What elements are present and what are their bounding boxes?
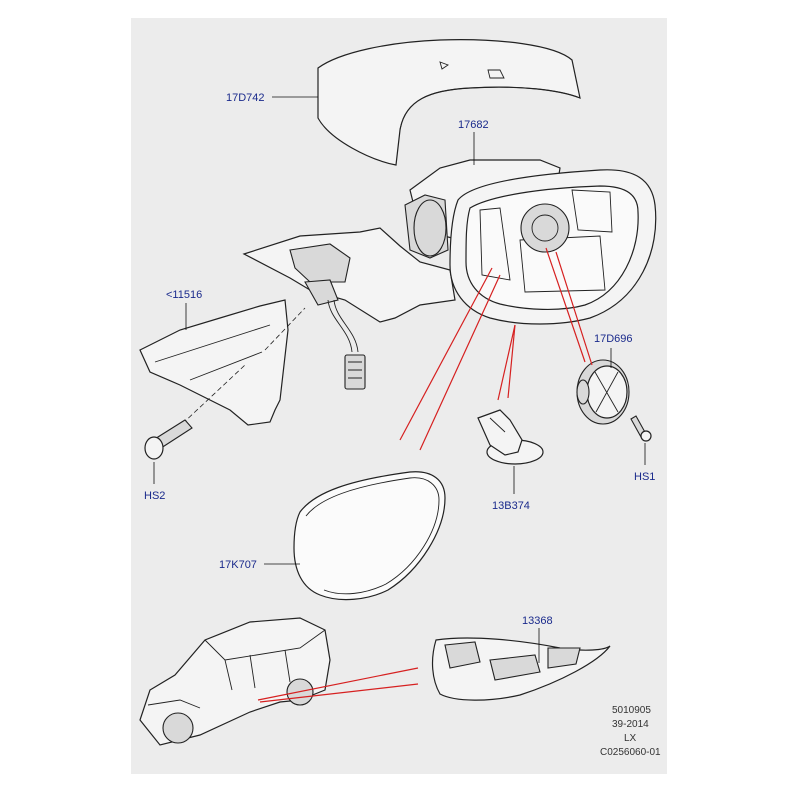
label-cover: 17D742	[226, 92, 265, 104]
reference-line-1: 5010905	[612, 705, 651, 716]
mirror-cover-part[interactable]	[317, 39, 581, 166]
reference-line-2: 39-2014	[612, 719, 649, 730]
label-housing: 17682	[458, 119, 489, 131]
mirror-glass-part[interactable]	[293, 471, 446, 601]
label-actuator: 17D696	[594, 333, 633, 345]
reference-line-4: C0256060-01	[600, 747, 661, 758]
label-clip: 13B374	[492, 500, 530, 512]
indicator-part[interactable]	[431, 637, 611, 701]
label-glass: 17K707	[219, 559, 257, 571]
callout-lines	[257, 247, 593, 703]
screw-hs2-part[interactable]	[144, 419, 193, 460]
screw-hs1-part[interactable]	[630, 415, 652, 442]
mirror-housing-part[interactable]	[242, 159, 657, 390]
actuator-part[interactable]	[576, 359, 630, 425]
bracket-part[interactable]	[139, 299, 306, 441]
reference-line-3: LX	[624, 733, 637, 744]
label-screw-hs2: HS2	[144, 490, 165, 502]
clip-part[interactable]	[477, 409, 544, 465]
label-screw-hs1: HS1	[634, 471, 655, 483]
label-bracket: <11516	[166, 289, 202, 301]
label-indicator: 13368	[522, 615, 553, 627]
leader-lines	[153, 96, 646, 663]
